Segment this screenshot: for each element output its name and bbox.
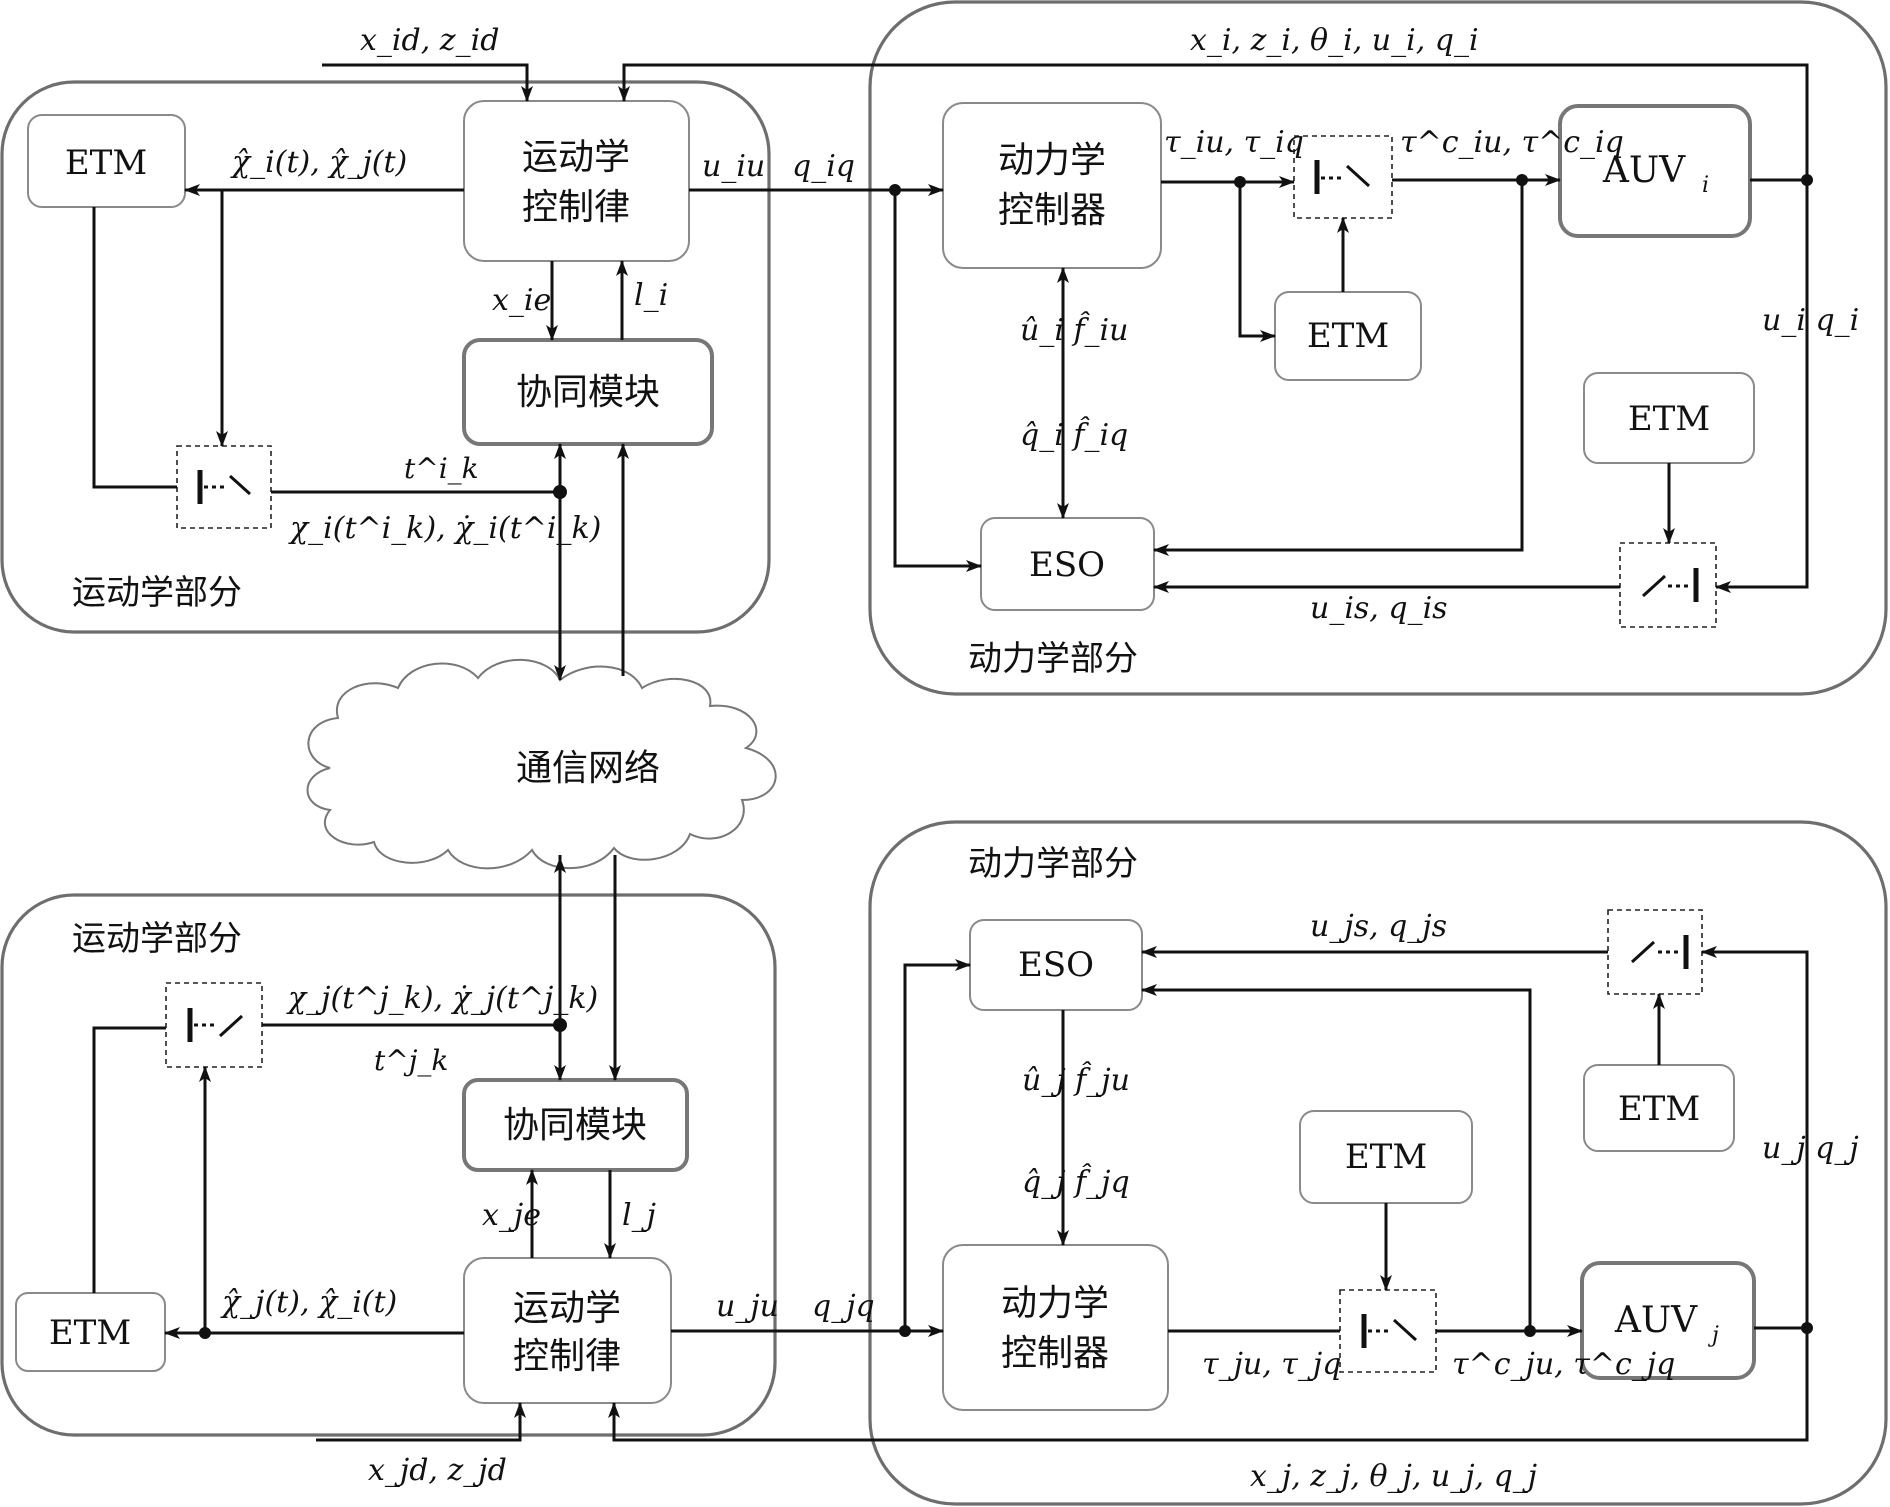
label-uhat-j-f: û_j f̂_ju <box>1022 1061 1130 1098</box>
svg-text:控制律: 控制律 <box>522 187 630 228</box>
svg-text:ETM: ETM <box>1618 1089 1700 1129</box>
eso-block-i: ESO <box>980 517 1155 611</box>
etm-block-dyn-i: ETM <box>1274 291 1422 381</box>
event-switch-dyn-j <box>1339 1289 1437 1373</box>
signal-wires-upper <box>92 63 1809 681</box>
etm-block-kin-j: ETM <box>15 1292 166 1372</box>
svg-text:AUV: AUV <box>1614 1300 1698 1341</box>
svg-text:AUV: AUV <box>1602 150 1686 191</box>
dynamics-region-i <box>868 0 1888 696</box>
svg-text:协同模块: 协同模块 <box>516 372 660 413</box>
label-li: l_i <box>634 278 668 313</box>
svg-text:i: i <box>1702 173 1709 198</box>
kinematic-control-law-i: 运动学 控制律 <box>463 100 690 262</box>
label-chi-j-tk: χ_j(t^j_k), χ̇_j(t^j_k) <box>286 981 598 1016</box>
svg-text:控制律: 控制律 <box>513 1336 621 1377</box>
etm-block-sensor-i: ETM <box>1583 372 1755 464</box>
label-qjq: q_jq <box>812 1289 875 1324</box>
svg-text:运动学: 运动学 <box>522 137 630 178</box>
label-uhat-i-f: û_i f̂_iu <box>1020 311 1128 348</box>
auv-i: AUV i <box>1558 104 1752 238</box>
svg-text:控制器: 控制器 <box>998 190 1106 231</box>
signal-labels: x_id, z_id x_i, z_i, θ_i, u_i, q_i χ̂_i(… <box>220 23 1859 1494</box>
label-xid-zid: x_id, z_id <box>360 23 499 58</box>
cooperative-module-j: 协同模块 <box>462 1078 689 1172</box>
svg-text:控制器: 控制器 <box>1001 1333 1109 1374</box>
dynamics-label-j: 动力学部分 <box>968 844 1138 884</box>
dynamics-region-j <box>868 820 1888 1506</box>
event-switch-sensor-j <box>1607 909 1703 995</box>
label-ujs-qjs: u_js, q_js <box>1310 909 1447 944</box>
label-ui-qi: u_i q_i <box>1762 303 1859 338</box>
kinematics-label-j: 运动学部分 <box>72 919 242 959</box>
event-switch-dyn-i <box>1293 135 1393 219</box>
event-switch-kin-i <box>176 445 272 529</box>
label-uju: u_ju <box>716 1289 779 1324</box>
label-xjd-zjd: x_jd, z_jd <box>368 1453 507 1488</box>
label-chi-hat-j: χ̂_j(t), χ̂_i(t) <box>220 1285 397 1320</box>
label-qhat-i-f: q̂_i f̂_iq <box>1020 416 1128 453</box>
svg-text:ETM: ETM <box>49 1313 131 1353</box>
event-switch-kin-j <box>165 982 263 1068</box>
label-uj-qj: u_j q_j <box>1762 1131 1859 1166</box>
etm-block-sensor-j: ETM <box>1583 1064 1735 1152</box>
label-qhat-j-f: q̂_j f̂_jq <box>1022 1163 1130 1200</box>
dynamic-controller-j: 动力学 控制器 <box>942 1244 1169 1411</box>
label-uis-qis: u_is, q_is <box>1310 591 1448 626</box>
communication-network-label: 通信网络 <box>516 748 660 789</box>
label-uiu: u_iu <box>702 149 765 184</box>
kinematics-region-j <box>0 893 777 1437</box>
label-tau-i: τ_iu, τ_iq <box>1164 125 1304 160</box>
svg-text:运动学: 运动学 <box>513 1288 621 1329</box>
event-switch-sensor-i <box>1619 542 1717 628</box>
dynamics-label-i: 动力学部分 <box>968 639 1138 679</box>
kinematic-control-law-j: 运动学 控制律 <box>463 1257 672 1404</box>
svg-text:ETM: ETM <box>1628 399 1710 439</box>
svg-text:动力学: 动力学 <box>1001 1283 1109 1324</box>
label-state-i: x_i, z_i, θ_i, u_i, q_i <box>1190 23 1479 58</box>
svg-text:ESO: ESO <box>1018 945 1094 985</box>
label-tki: t^i_k <box>404 452 479 485</box>
kinematics-region-i <box>0 80 771 634</box>
cooperative-module-i: 协同模块 <box>462 338 714 446</box>
label-tau-c-i: τ^c_iu, τ^c_iq <box>1400 125 1624 160</box>
svg-text:ETM: ETM <box>65 143 147 183</box>
svg-text:ETM: ETM <box>1307 316 1389 356</box>
eso-block-j: ESO <box>969 919 1143 1011</box>
label-lj: l_j <box>622 1198 656 1233</box>
dynamic-controller-i: 动力学 控制器 <box>942 102 1162 269</box>
junction-dots <box>199 174 1813 1339</box>
kinematics-label-i: 运动学部分 <box>72 573 242 613</box>
signal-wires-lower <box>92 855 1809 1442</box>
auv-j: AUV j <box>1580 1261 1756 1380</box>
label-tau-c-j: τ^c_ju, τ^c_jq <box>1452 1347 1675 1382</box>
label-qiq: q_iq <box>792 149 855 184</box>
label-xie: x_ie <box>492 283 551 318</box>
label-state-j: x_j, z_j, θ_j, u_j, q_j <box>1250 1459 1537 1494</box>
label-tau-j: τ_ju, τ_jq <box>1202 1347 1341 1382</box>
label-chi-i-tk: χ_i(t^i_k), χ̇_i(t^i_k) <box>288 511 601 546</box>
label-tkj: t^j_k <box>374 1044 448 1077</box>
svg-text:协同模块: 协同模块 <box>503 1105 647 1146</box>
svg-text:动力学: 动力学 <box>998 140 1106 181</box>
communication-network-cloud: 通信网络 <box>306 658 777 870</box>
etm-block-dyn-j: ETM <box>1299 1110 1473 1204</box>
label-xje: x_je <box>482 1198 541 1233</box>
svg-text:ETM: ETM <box>1345 1137 1427 1177</box>
etm-block-kin-i: ETM <box>27 114 186 208</box>
label-chi-hat-i: χ̂_i(t), χ̂_j(t) <box>230 145 407 180</box>
svg-text:ESO: ESO <box>1029 545 1105 585</box>
